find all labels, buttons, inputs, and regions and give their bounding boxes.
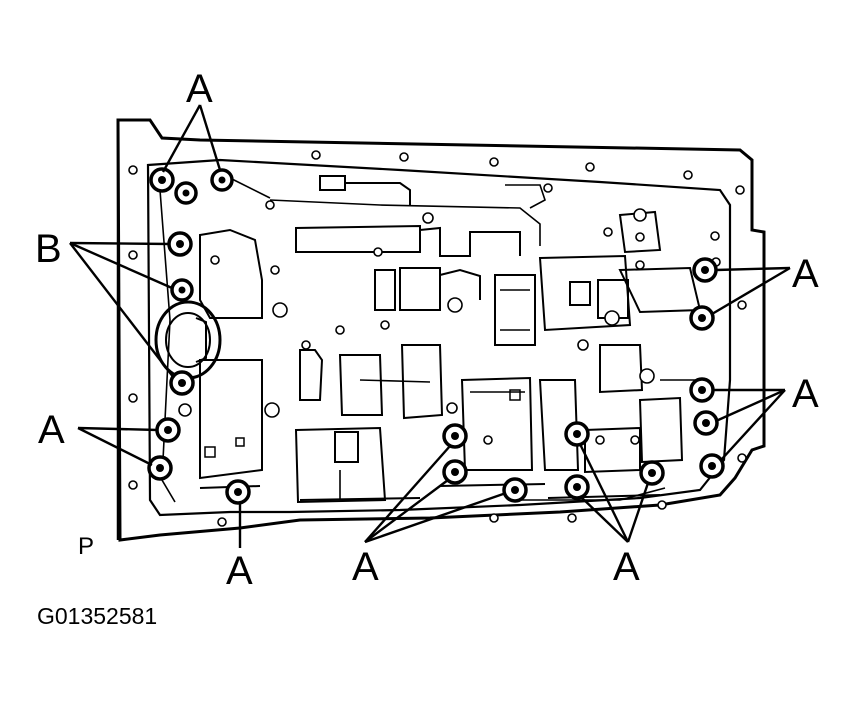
bolt-a bbox=[174, 181, 198, 205]
callout-a-left: A bbox=[38, 408, 65, 452]
bolt-a bbox=[692, 257, 718, 283]
bolt-a bbox=[564, 421, 590, 447]
bolt-b bbox=[170, 278, 194, 302]
callout-b: B bbox=[35, 227, 62, 271]
bolt-a bbox=[442, 459, 468, 485]
bolt-a bbox=[502, 477, 528, 503]
bolt-a bbox=[564, 474, 590, 500]
bolt-a bbox=[147, 455, 173, 481]
callout-a-bottom-right: A bbox=[613, 545, 640, 589]
bolt-a bbox=[689, 305, 715, 331]
callout-a-right-upper: A bbox=[792, 252, 819, 296]
bolt-a bbox=[693, 410, 719, 436]
bolt-b bbox=[167, 231, 193, 257]
callout-a-top: A bbox=[186, 67, 213, 111]
bolt-a bbox=[639, 460, 665, 486]
figure-code: G01352581 bbox=[37, 603, 157, 629]
bolt-a bbox=[689, 377, 715, 403]
bolt-a bbox=[149, 167, 175, 193]
leader-lines bbox=[69, 104, 791, 548]
bolt-a bbox=[442, 423, 468, 449]
bolt-markers bbox=[147, 167, 725, 505]
callout-a-bottom-center: A bbox=[352, 545, 379, 589]
callout-a-right-lower: A bbox=[792, 372, 819, 416]
bolt-a bbox=[210, 168, 234, 192]
callout-a-bottom-left: A bbox=[226, 549, 253, 593]
bolt-a bbox=[699, 453, 725, 479]
bolt-a bbox=[225, 479, 251, 505]
bolt-b bbox=[169, 370, 195, 396]
bolt-a bbox=[155, 417, 181, 443]
callout-p: P bbox=[78, 533, 94, 560]
